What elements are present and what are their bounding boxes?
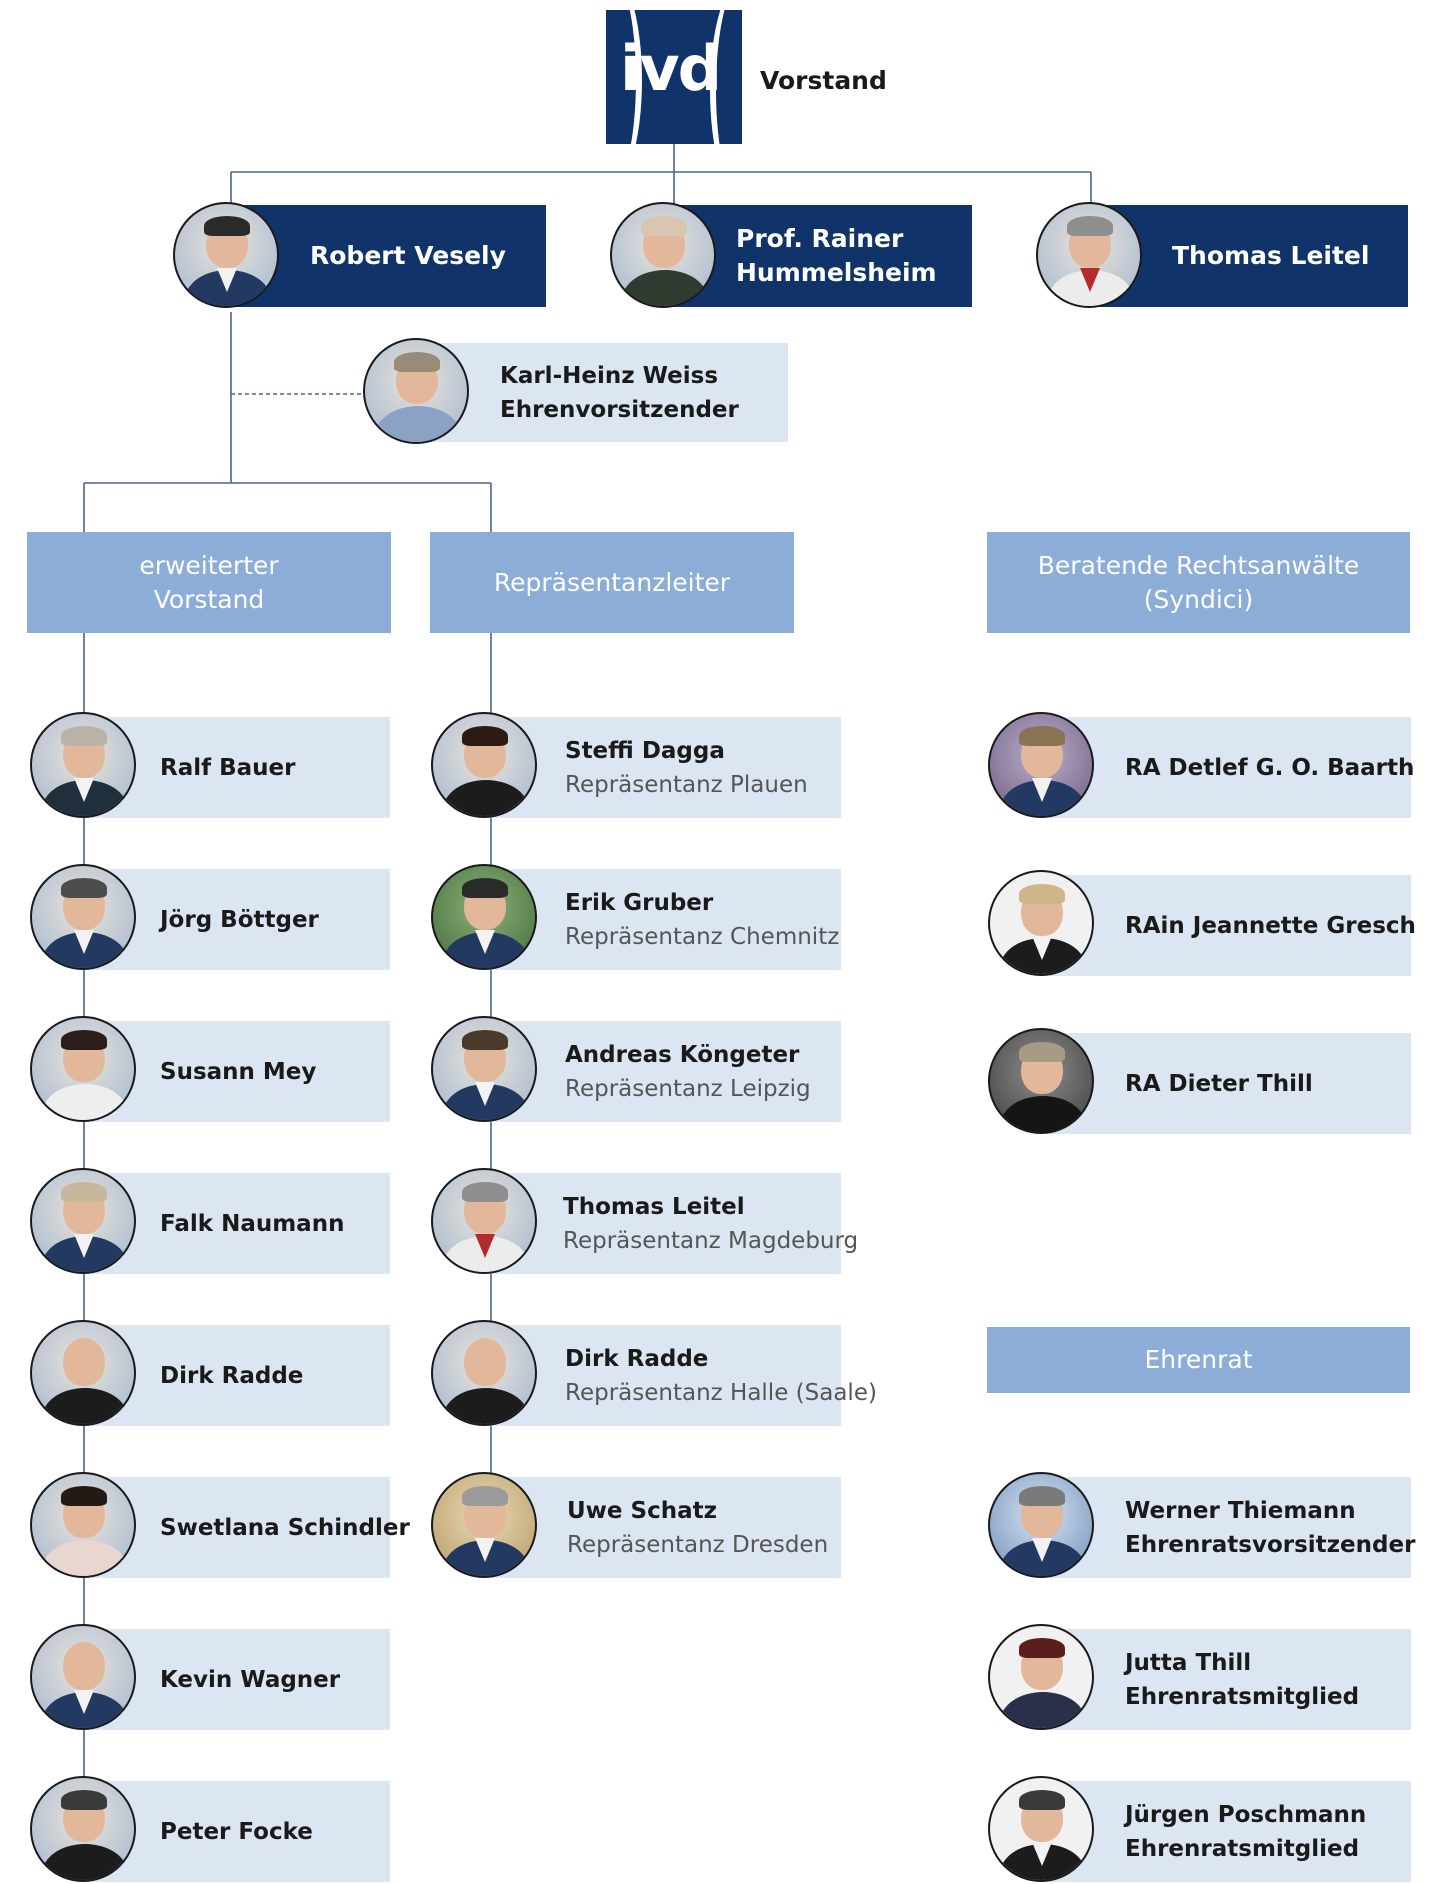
- avatar: [30, 1624, 136, 1730]
- avatar: [30, 712, 136, 818]
- header-text: Ehrenrat: [1144, 1345, 1253, 1374]
- header-text: Repräsentanzleiter: [493, 567, 731, 597]
- logo-text: ivd: [620, 32, 722, 105]
- member-name: Dirk Radde: [160, 1362, 304, 1389]
- member-name: Jörg Böttger: [160, 906, 319, 933]
- member-office: Repräsentanz Leipzig: [565, 1075, 811, 1102]
- header-ehrenrat: Ehrenrat: [987, 1327, 1410, 1393]
- avatar: [431, 1472, 537, 1578]
- header-line2: Vorstand: [153, 584, 265, 614]
- header-syndici: Beratende Rechtsanwälte (Syndici): [987, 532, 1410, 633]
- avatar: [988, 1624, 1094, 1730]
- member-name: RA Dieter Thill: [1125, 1070, 1313, 1097]
- member-name: Kevin Wagner: [160, 1666, 341, 1693]
- header-line2: (Syndici): [1143, 584, 1254, 614]
- member-office: Repräsentanz Plauen: [565, 771, 808, 798]
- avatar: [431, 1168, 537, 1274]
- header-repraesentanzleiter: Repräsentanzleiter: [430, 532, 794, 633]
- member-office: Repräsentanz Magdeburg: [563, 1227, 859, 1254]
- avatar: [30, 864, 136, 970]
- member-office: Repräsentanz Chemnitz: [565, 923, 840, 950]
- avatar: [988, 1472, 1094, 1578]
- member-name: Falk Naumann: [160, 1210, 345, 1237]
- member-name: Uwe Schatz: [567, 1497, 718, 1524]
- member-name: Susann Mey: [160, 1058, 317, 1085]
- avatar: [988, 1776, 1094, 1882]
- avatar: [431, 1016, 537, 1122]
- member-name: Steffi Dagga: [565, 737, 725, 764]
- member-name: Jürgen Poschmann: [1125, 1801, 1367, 1828]
- member-name: Werner Thiemann: [1125, 1497, 1356, 1524]
- avatar: [363, 338, 469, 444]
- member-office: Repräsentanz Halle (Saale): [565, 1379, 877, 1406]
- header-erweiterter-vorstand: erweiterter Vorstand: [27, 532, 391, 633]
- avatar: [1036, 202, 1142, 308]
- header-line1: Beratende Rechtsanwälte: [1037, 550, 1360, 580]
- avatar: [173, 202, 279, 308]
- avatar: [30, 1776, 136, 1882]
- avatar: [988, 870, 1094, 976]
- avatar: [988, 1028, 1094, 1134]
- avatar: [610, 202, 716, 308]
- member-role: Ehrenratsvorsitzender: [1125, 1531, 1416, 1558]
- avatar: [30, 1168, 136, 1274]
- avatar: [30, 1472, 136, 1578]
- avatar: [431, 864, 537, 970]
- member-name: Thomas Leitel: [563, 1193, 745, 1220]
- member-name: Swetlana Schindler: [160, 1514, 410, 1541]
- avatar: [431, 712, 537, 818]
- avatar: [431, 1320, 537, 1426]
- member-name: Ralf Bauer: [160, 754, 296, 781]
- member-role: Ehrenratsmitglied: [1125, 1835, 1360, 1862]
- member-name: Thomas Leitel: [1172, 241, 1370, 270]
- member-name: Andreas Köngeter: [565, 1041, 800, 1068]
- header-line1: erweiterter: [139, 550, 279, 580]
- member-name-line1: Prof. Rainer: [736, 224, 904, 253]
- member-name: Erik Gruber: [565, 889, 714, 916]
- avatar: [30, 1016, 136, 1122]
- member-name: RA Detlef G. O. Baarth: [1125, 754, 1415, 781]
- member-role: Ehrenratsmitglied: [1125, 1683, 1360, 1710]
- chair-name: Karl-Heinz Weiss: [500, 362, 719, 389]
- member-name-line2: Hummelsheim: [736, 258, 937, 287]
- member-name: Jutta Thill: [1125, 1649, 1252, 1676]
- chair-role: Ehrenvorsitzender: [500, 396, 739, 423]
- ivd-logo: ivd: [606, 10, 742, 144]
- member-name: Robert Vesely: [310, 241, 506, 270]
- avatar: [988, 712, 1094, 818]
- member-office: Repräsentanz Dresden: [567, 1531, 829, 1558]
- member-name: RAin Jeannette Gresch: [1125, 912, 1416, 939]
- page-title: Vorstand: [760, 66, 887, 95]
- member-name: Dirk Radde: [565, 1345, 709, 1372]
- avatar: [30, 1320, 136, 1426]
- member-name: Peter Focke: [160, 1818, 313, 1845]
